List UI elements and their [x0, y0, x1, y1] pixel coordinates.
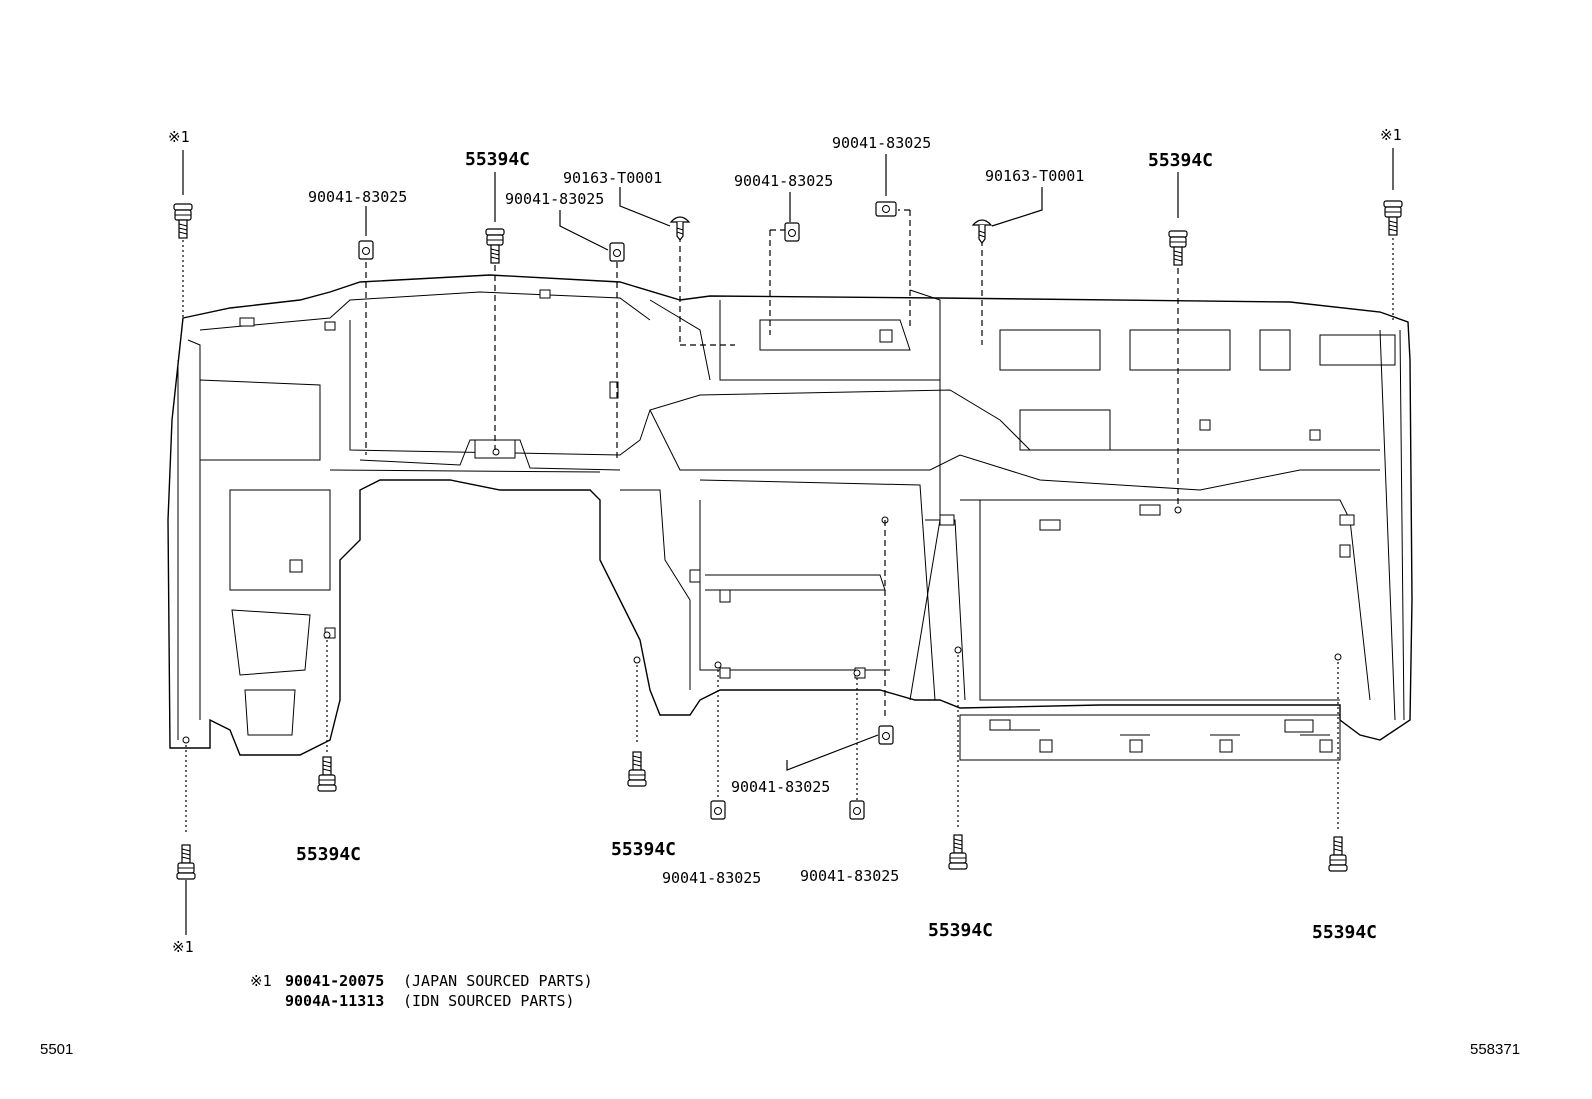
legend-note-japan: (JAPAN SOURCED PARTS) [403, 972, 593, 990]
legend-mark: ※1 [250, 972, 272, 990]
part-label-55394c: 55394C [1148, 150, 1213, 171]
mark-label-bottom-left: ※1 [172, 938, 194, 956]
part-label-55394c: 55394C [611, 839, 676, 860]
bolt-icon [173, 203, 193, 239]
part-label-90041-83025: 90041-83025 [800, 867, 899, 885]
diagram-code-left: 5501 [40, 1041, 73, 1058]
nut-icon [784, 222, 800, 242]
nut-icon [875, 201, 897, 217]
callout-labels: ※1 ※1 ※1 55394C 55394C 55394C 55394C 553… [168, 126, 1402, 956]
part-label-90041-83025: 90041-83025 [505, 190, 604, 208]
legend-part-idn: 9004A-11313 [285, 992, 384, 1010]
part-label-55394c: 55394C [465, 149, 530, 170]
bolt-icon [485, 228, 505, 264]
part-label-55394c: 55394C [296, 844, 361, 865]
bolt-icon [1168, 230, 1188, 266]
bolt-icon [1328, 836, 1348, 872]
bolt-icon [1383, 200, 1403, 236]
nut-icon [878, 725, 894, 745]
part-label-90041-83025: 90041-83025 [734, 172, 833, 190]
part-label-90041-83025: 90041-83025 [662, 869, 761, 887]
instrument-panel-reinforcement [167, 274, 1413, 761]
legend-part-japan: 90041-20075 [285, 972, 384, 990]
part-label-55394c: 55394C [1312, 922, 1377, 943]
nut-icon [710, 800, 726, 820]
nut-icon [609, 242, 625, 262]
mark-label-top-right: ※1 [1380, 126, 1402, 144]
bolt-icon [176, 844, 196, 880]
part-label-55394c: 55394C [928, 920, 993, 941]
part-label-90041-83025: 90041-83025 [731, 778, 830, 796]
mark-label-top-left: ※1 [168, 128, 190, 146]
leader-lines [182, 148, 1394, 935]
bolt-icon [948, 834, 968, 870]
nut-icon [358, 240, 374, 260]
footnote-legend: ※1 90041-20075 (JAPAN SOURCED PARTS) 900… [250, 972, 593, 1010]
bolt-icon [317, 756, 337, 792]
clip-icon [972, 219, 992, 244]
part-label-90163-t0001: 90163-T0001 [563, 169, 662, 187]
part-label-90041-83025: 90041-83025 [832, 134, 931, 152]
diagram-code-right: 558371 [1470, 1041, 1520, 1058]
part-label-90041-83025: 90041-83025 [308, 188, 407, 206]
bolt-icon [627, 751, 647, 787]
legend-note-idn: (IDN SOURCED PARTS) [403, 992, 575, 1010]
clip-icon [670, 216, 690, 241]
nut-icon [849, 800, 865, 820]
part-label-90163-t0001: 90163-T0001 [985, 167, 1084, 185]
